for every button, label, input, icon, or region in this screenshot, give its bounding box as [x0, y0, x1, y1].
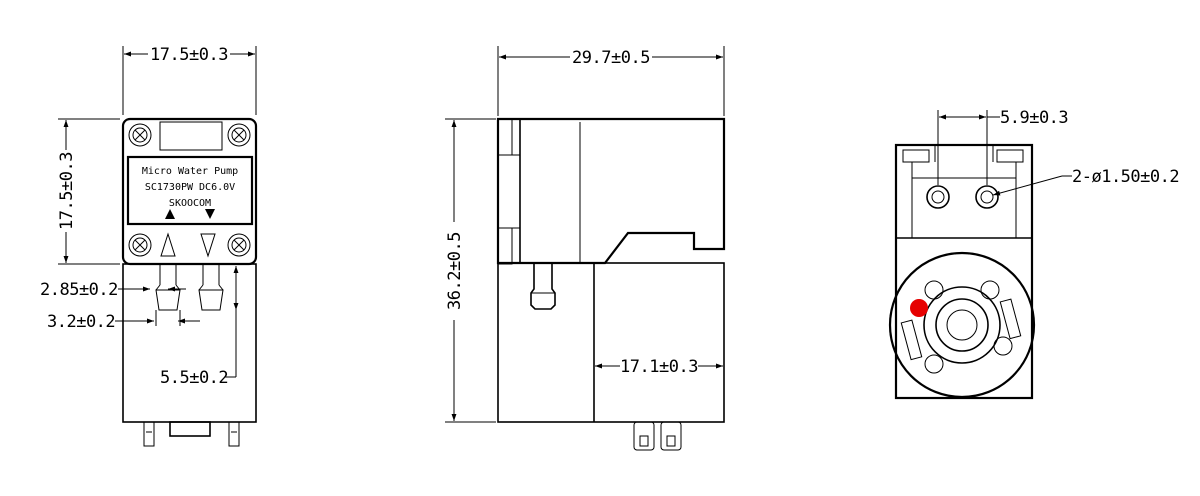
inlet-arrow-icon [165, 209, 175, 219]
label-line-3: SKOOCOM [169, 198, 211, 209]
side-terminals [633, 421, 682, 451]
terminal-left [143, 421, 155, 447]
outlet-direction-icon [200, 233, 216, 258]
hole-left [926, 185, 950, 209]
pump-side-outline [496, 117, 726, 265]
screw-bottom-right-icon [227, 233, 251, 257]
label-plate [126, 155, 254, 226]
side-view: 29.7±0.5 36.2±0.5 17.1±0.3 [445, 46, 726, 451]
screw-top-right-icon [227, 123, 251, 147]
screw-top-left-icon [128, 123, 152, 147]
front-width-dim: 17.5±0.3 [150, 45, 228, 65]
port-width-dim: 3.2±0.2 [47, 312, 115, 332]
outlet-arrow-icon [205, 209, 215, 219]
hole-right [975, 185, 999, 209]
terminal-right [228, 421, 240, 447]
hole-diameter-dim: 2-ø1.50±0.2 [1072, 167, 1179, 187]
motor-side-outline [497, 262, 725, 423]
label-line-2: SC1730PW DC6.0V [145, 182, 235, 193]
end-view: 5.9±0.3 2-ø1.50±0.2 [888, 108, 1180, 400]
port-offset-dim: 2.85±0.2 [40, 280, 118, 300]
lower-clip [497, 227, 513, 265]
upper-clip [497, 118, 513, 156]
front-view: Micro Water Pump SC1730PW DC6.0V SKOOCOM [40, 45, 258, 447]
front-height-dim: 17.5±0.3 [57, 152, 77, 230]
end-clip-left [902, 149, 930, 163]
side-length-dim: 29.7±0.5 [572, 48, 650, 68]
hole-pitch-dim: 5.9±0.3 [1000, 108, 1068, 128]
outlet-port [198, 264, 224, 311]
label-line-1: Micro Water Pump [142, 166, 238, 177]
side-nozzle [530, 263, 556, 310]
inlet-port [155, 264, 181, 311]
polarity-marker-icon [910, 299, 928, 317]
top-recess [159, 121, 223, 151]
end-clip-right [996, 149, 1024, 163]
side-height-dim: 36.2±0.5 [445, 232, 465, 310]
motor-end-face [888, 251, 1036, 399]
motor-bottom-boss [169, 421, 211, 437]
port-pitch-dim: 5.5±0.2 [160, 368, 228, 388]
motor-length-dim: 17.1±0.3 [620, 357, 698, 377]
inlet-direction-icon [160, 232, 176, 257]
screw-bottom-left-icon [128, 233, 152, 257]
